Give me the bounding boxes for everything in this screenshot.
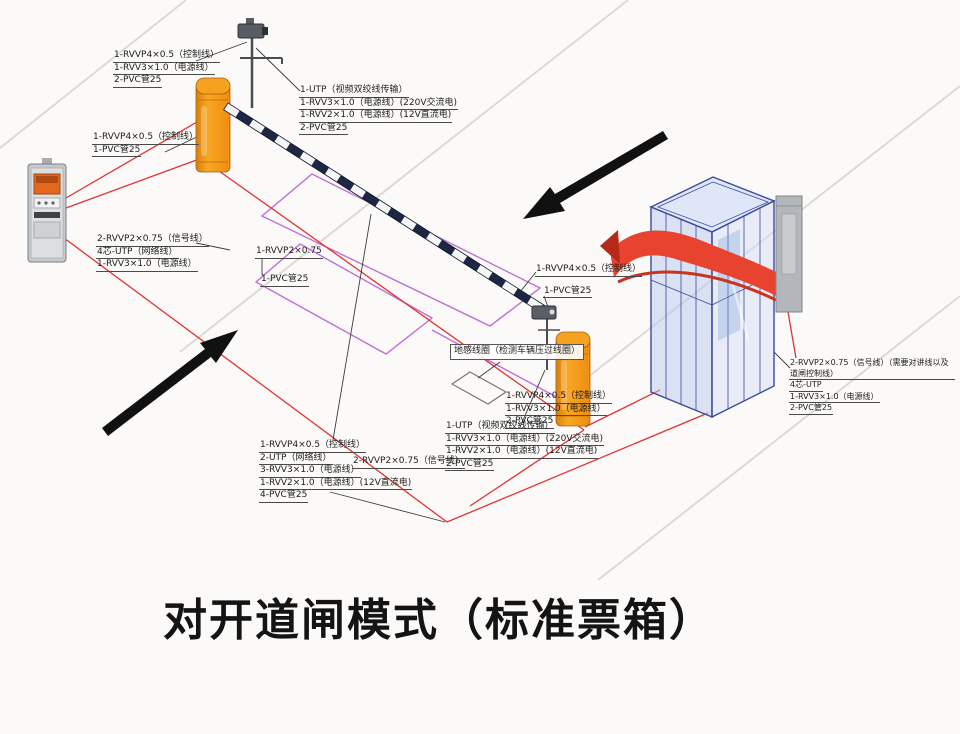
cable-label: 1-RVV3×1.0（电源线）: [789, 392, 880, 403]
cable-label: 1-RVV3×1.0（电源线）: [505, 404, 607, 416]
cable-label: 2-PVC管25: [113, 75, 163, 88]
cable-label: 1-UTP（视频双绞线传输）: [445, 421, 555, 434]
detector-camera-icon: [531, 305, 557, 320]
cable-label: 1-RVVP4×0.5（控制线）: [92, 132, 200, 145]
cable-label: 3-RVV3×1.0（电源线）: [259, 465, 361, 478]
cable-label: 2-RVVP2×0.75（信号线）（需要对讲线以及道闸控制线）: [789, 358, 955, 380]
camera-pole-entry: [237, 18, 283, 108]
camera-mount: [246, 18, 254, 24]
label-mid-signal: 1-RVVP2×0.75: [255, 246, 323, 259]
cable-label: 1-PVC管25: [92, 145, 142, 157]
cable-label: 4芯-UTP（网络线）: [96, 247, 179, 259]
booth-side-panel: [775, 195, 803, 313]
cable-label: 1-RVV2×1.0（电源线）(12V直流电): [259, 478, 413, 490]
ground-loop-label: 地感线圈（检测车辆压过线圈）: [454, 346, 581, 356]
arrow-outbound-icon: [102, 330, 238, 436]
cable-label: 1-RVVP4×0.5（控制线）: [535, 264, 643, 277]
cable-label: 1-RVV2×1.0（电源线）(12V直流电): [299, 110, 453, 123]
cable-label: 1-RVV2×1.0（电源线）(12V直流电): [445, 446, 599, 459]
arrow-inbound-icon: [523, 131, 668, 219]
cable-label: 1-PVC管25: [543, 286, 593, 298]
label-group-exit-video-cables: 1-UTP（视频双绞线传输） 1-RVV3×1.0（电源线）(220V交流电) …: [445, 421, 604, 471]
label-group-booth-cables: 2-RVVP2×0.75（信号线）（需要对讲线以及道闸控制线） 4芯-UTP 1…: [789, 358, 955, 415]
cable-label: 1-PVC管25: [260, 274, 310, 287]
wiring-red-lines: [63, 121, 797, 523]
island-outlines: [254, 173, 563, 401]
cable-label: 1-RVVP4×0.5（控制线）: [113, 50, 221, 63]
cable-label: 2-PVC管25: [445, 459, 495, 471]
barrier-gate-entry: [195, 77, 231, 173]
cctv-camera-icon: [237, 23, 265, 39]
cable-label: 1-UTP（视频双绞线传输）: [299, 85, 409, 98]
ground-loop: [450, 371, 508, 405]
cable-label: 4-PVC管25: [259, 490, 309, 503]
label-group-entry-camera-cables: 1-RVVP4×0.5（控制线） 1-RVV3×1.0（电源线） 2-PVC管2…: [113, 50, 221, 88]
cable-label: 4芯-UTP: [789, 380, 823, 392]
traffic-arrows: [102, 131, 668, 436]
cable-label: 1-RVV3×1.0（电源线）: [96, 259, 198, 272]
cable-label: 1-RVV3×1.0（电源线）(220V交流电): [299, 98, 458, 110]
label-ground-loop: 地感线圈（检测车辆压过线圈）: [450, 344, 585, 360]
label-group-entry-gate-cables: 1-RVVP4×0.5（控制线） 1-PVC管25: [92, 132, 200, 157]
cable-label: 2-PVC管25: [299, 123, 349, 135]
label-group-exit-gate-bottom: 1-RVVP4×0.5（控制线） 1-RVV3×1.0（电源线） 2-PVC管2…: [505, 391, 613, 429]
diagram-title: 对开道闸模式（标准票箱）: [163, 595, 715, 646]
label-group-dispenser-cables: 2-RVVP2×0.75（信号线） 4芯-UTP（网络线） 1-RVV3×1.0…: [96, 234, 209, 272]
road-edge-lines: [0, 0, 960, 581]
cable-label: 1-RVVP4×0.5（控制线）: [505, 391, 613, 404]
cable-label: 2-UTP（网络线）: [259, 453, 333, 465]
cable-label: 1-RVV3×1.0（电源线）(220V交流电): [445, 434, 604, 446]
ticket-dispenser: [27, 158, 67, 263]
cable-label: 2-RVVP2×0.75（信号线）: [352, 456, 465, 469]
label-trunk-signal: 2-RVVP2×0.75（信号线）: [352, 456, 465, 469]
cable-label: 2-PVC管25: [789, 403, 834, 415]
cable-label: 1-RVVP4×0.5（控制线）: [259, 440, 367, 453]
guard-booth: [649, 176, 776, 419]
label-group-entry-video-cables: 1-UTP（视频双绞线传输） 1-RVV3×1.0（电源线）(220V交流电) …: [299, 85, 458, 135]
label-group-trunk-cables: 1-RVVP4×0.5（控制线） 2-UTP（网络线） 3-RVV3×1.0（电…: [259, 440, 413, 503]
label-group-exit-gate-top: 1-RVVP4×0.5（控制线） 1-PVC管25: [535, 264, 643, 298]
cable-label: 2-PVC管25: [505, 416, 555, 429]
label-mid-conduit: 1-PVC管25: [260, 274, 310, 287]
cable-label: 1-RVVP2×0.75: [255, 246, 323, 259]
cable-label: 1-RVV3×1.0（电源线）: [113, 63, 215, 75]
cable-label: 2-RVVP2×0.75（信号线）: [96, 234, 209, 247]
